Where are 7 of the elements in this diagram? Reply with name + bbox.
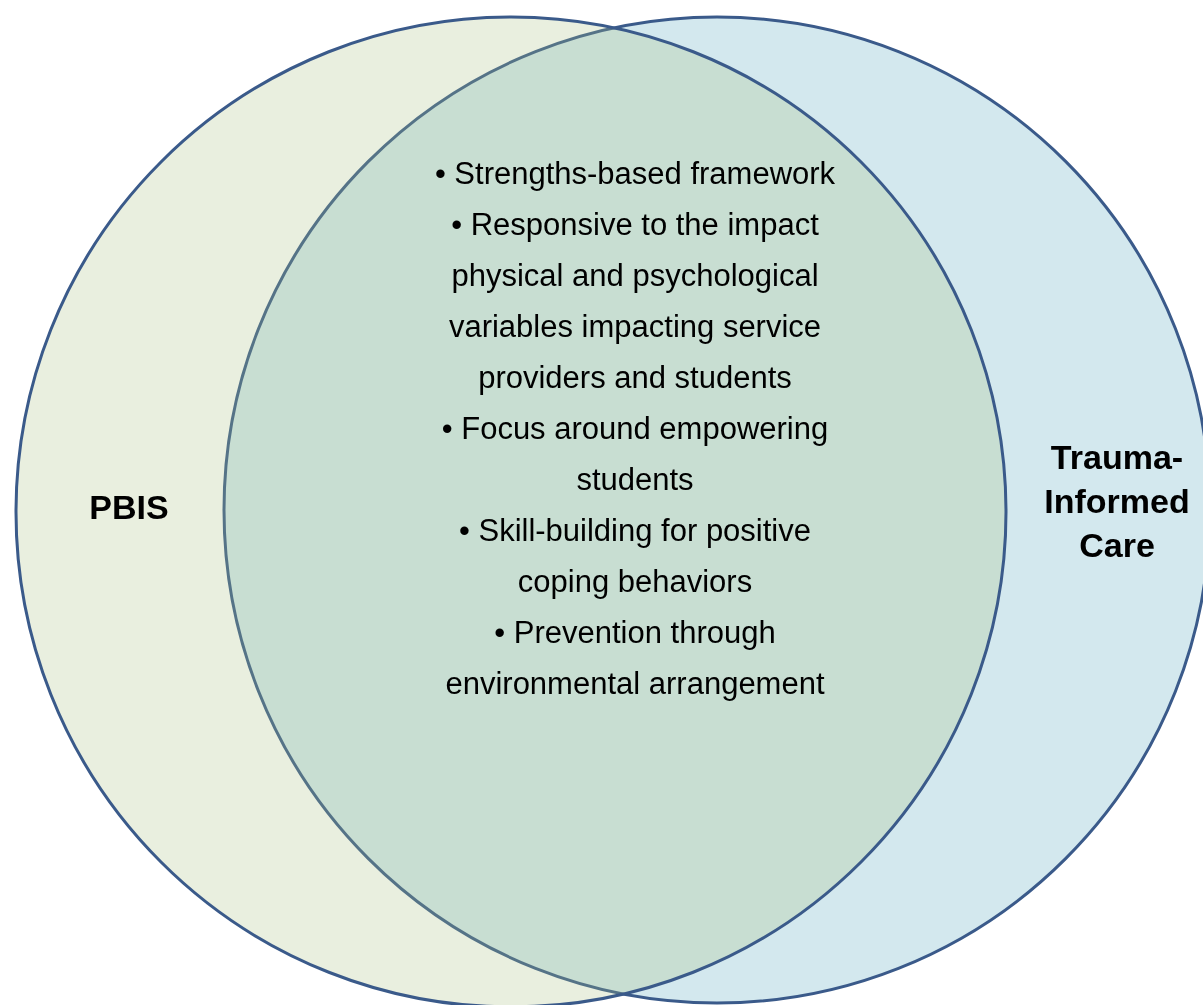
circle-title: Trauma- Informed Care [1043,437,1191,566]
bullet-item: • Skill-building for positive coping behaviors [458,512,812,601]
bullet-item: • Focus around empowering students [440,410,830,499]
bullet-item: • Strengths-based framework [433,155,837,193]
bullet-item: • Prevention through environmental arrangement [444,614,826,703]
circle-title: PBIS [88,487,170,528]
bullet-item: • Responsive to the impact physical and psychological variables impacting service providers and students [447,206,823,397]
